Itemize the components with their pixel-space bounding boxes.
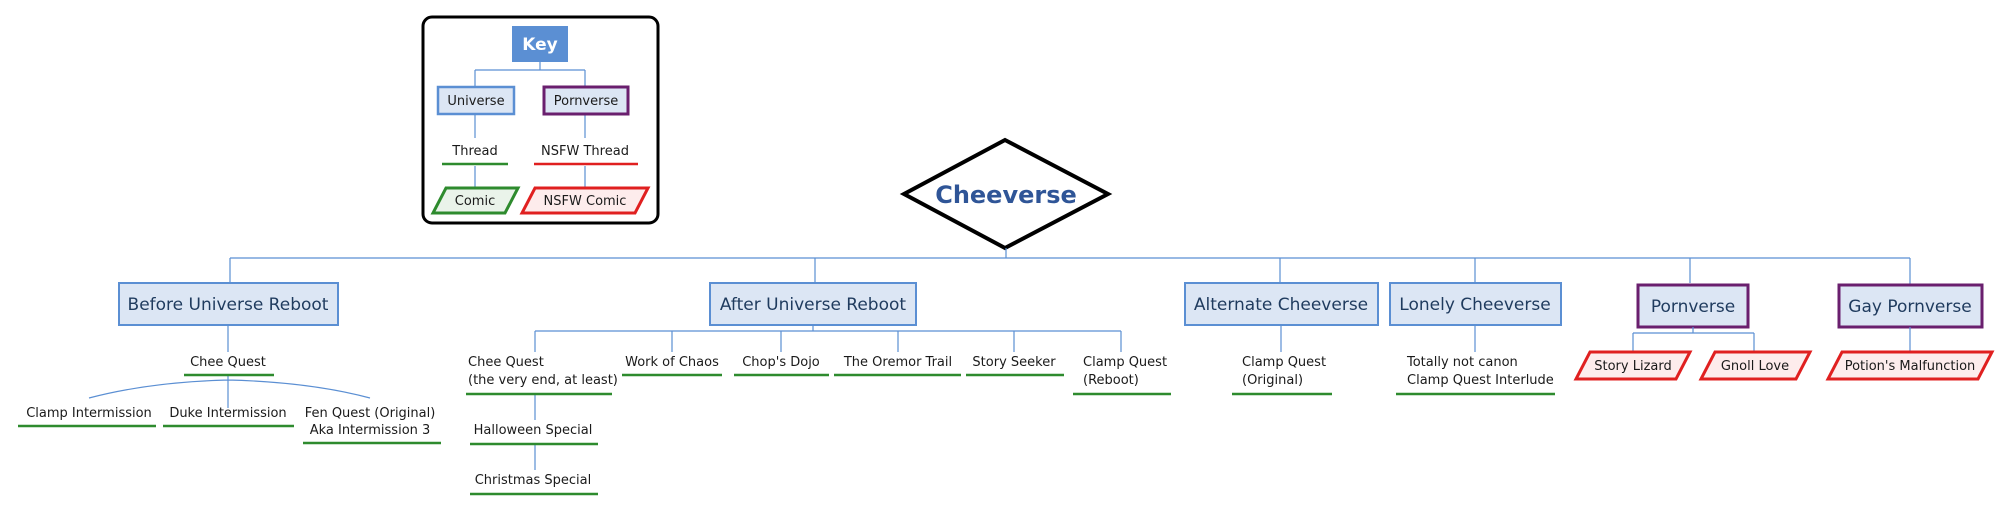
legend-pornverse-box [542,85,630,116]
clamp-reboot-label-2: (Reboot) [1083,373,1139,388]
clamp-original-label-2: (Original) [1242,373,1303,388]
clamp-reboot-label-1: Clamp Quest [1083,355,1167,370]
branch-before-reboot: Before Universe Reboot Chee Quest Clamp … [18,282,441,445]
before-reboot-connectors [88,325,371,408]
root-node: Cheeverse [899,137,1113,251]
after-chee-quest-label-1: Chee Quest [468,355,544,370]
work-of-chaos-label: Work of Chaos [625,355,719,370]
story-lizard-box [1573,350,1693,381]
legend-nsfw-comic-label: NSFW Comic [544,194,627,209]
legend-key-box [512,26,568,62]
pornverse-connectors [1632,327,1755,352]
chee-quest-label: Chee Quest [190,355,266,370]
clamp-intermission-label: Clamp Intermission [26,406,152,421]
duke-intermission-label: Duke Intermission [169,406,286,421]
legend-universe-label: Universe [447,94,504,109]
legend: Key Universe Pornverse Thread NSFW Threa… [421,15,660,225]
legend-thread-label: Thread [451,144,497,159]
root-label: Cheeverse [935,181,1077,209]
before-reboot-label: Before Universe Reboot [128,295,329,315]
potions-malfunction-box [1825,350,1995,381]
branch-gay-pornverse: Gay Pornverse Potion's Malfunction [1825,283,1995,381]
gnoll-love-label: Gnoll Love [1721,359,1789,374]
legend-nsfw-thread-label: NSFW Thread [541,144,629,159]
after-reboot-label: After Universe Reboot [720,295,906,315]
root-diamond [899,137,1113,251]
legend-universe-box [436,85,516,116]
legend-connectors [474,62,586,188]
branch-pornverse: Pornverse Story Lizard Gnoll Love [1573,283,1813,381]
after-chee-quest-label-2: (the very end, at least) [468,373,618,388]
lonely-item-label-1: Totally not canon [1406,355,1518,370]
clamp-original-label-1: Clamp Quest [1242,355,1326,370]
pornverse-label: Pornverse [1651,297,1735,317]
christmas-special-label: Christmas Special [475,473,592,488]
lonely-label: Lonely Cheeverse [1399,295,1550,315]
story-seeker-label: Story Seeker [972,355,1056,370]
fen-quest-label-2: Aka Intermission 3 [310,423,431,438]
legend-title: Key [522,35,558,55]
main-connectors [229,248,1911,290]
lonely-node [1389,282,1562,326]
legend-frame [421,15,660,225]
alternate-label: Alternate Cheeverse [1194,295,1368,315]
legend-comic-box [430,186,521,215]
legend-comic-label: Comic [455,194,495,209]
after-reboot-connectors [534,325,1122,470]
after-reboot-node [709,282,917,326]
gnoll-love-box [1698,350,1813,381]
lonely-item-label-2: Clamp Quest Interlude [1407,373,1554,388]
fen-quest-label-1: Fen Quest (Original) [305,406,436,421]
oremor-trail-label: The Oremor Trail [843,355,952,370]
legend-pornverse-label: Pornverse [554,94,619,109]
branch-alternate: Alternate Cheeverse Clamp Quest (Origina… [1184,282,1379,396]
alternate-node [1184,282,1379,326]
gay-pornverse-label: Gay Pornverse [1848,297,1971,317]
potions-malfunction-label: Potion's Malfunction [1845,359,1976,374]
branch-lonely: Lonely Cheeverse Totally not canon Clamp… [1389,282,1562,396]
branch-after-reboot: After Universe Reboot Chee Quest (the ve… [466,282,1171,496]
chops-dojo-label: Chop's Dojo [742,355,820,370]
halloween-special-label: Halloween Special [474,423,593,438]
legend-nsfw-comic-box [519,186,651,215]
story-lizard-label: Story Lizard [1594,359,1672,374]
